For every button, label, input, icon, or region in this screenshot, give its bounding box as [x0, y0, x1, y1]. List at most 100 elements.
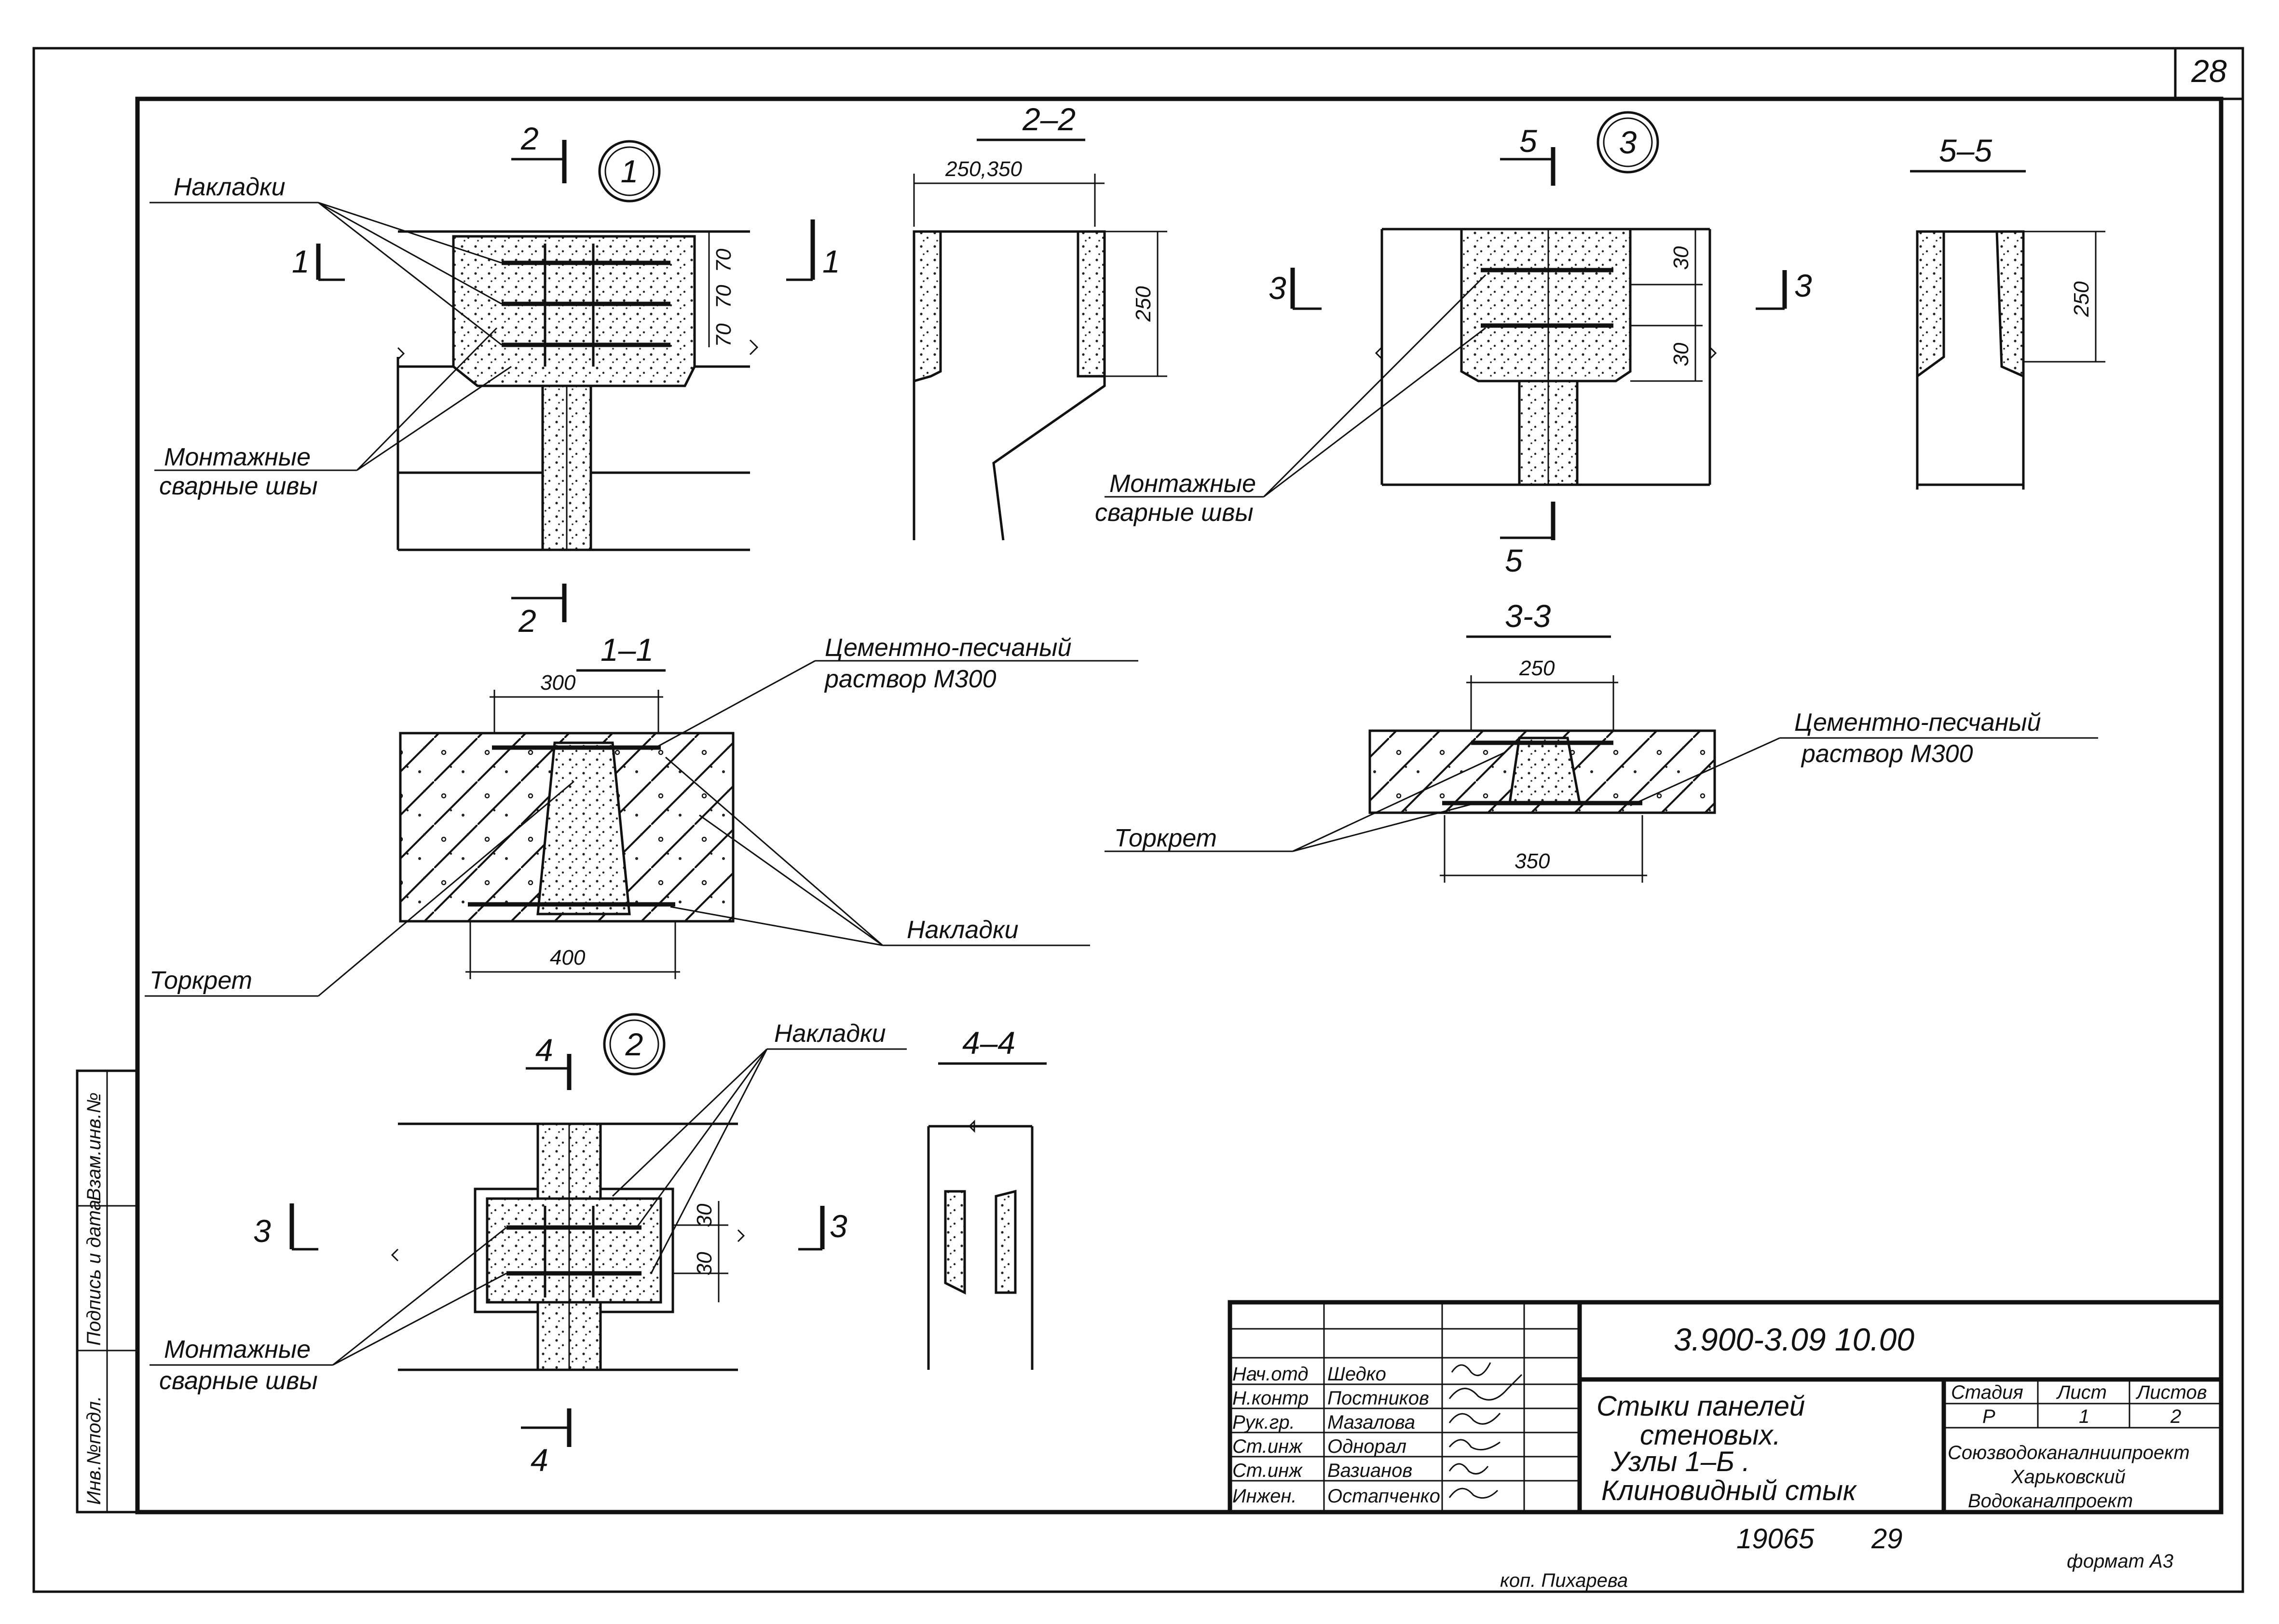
section-1-1-dim-top: 300: [540, 671, 576, 695]
doc-code: 3.900-3.09 10.00: [1674, 1322, 1914, 1357]
org-line-1: Союзводоканалниипроект: [1948, 1442, 2190, 1463]
node-2-number: 2: [625, 1026, 643, 1062]
sheets-value: 2: [2170, 1406, 2181, 1427]
section-2-2-dim-height: 250: [1132, 286, 1155, 322]
node-2-cut-top: 4: [535, 1032, 553, 1068]
node-1-cut-left: 1: [292, 244, 310, 279]
tb-role-6: Инжен.: [1232, 1486, 1297, 1507]
node-1-label-welds-1: Монтажные: [164, 443, 311, 471]
node-1-cut-bottom: 2: [518, 603, 536, 639]
node-3-label-welds-1: Монтажные: [1109, 470, 1256, 498]
tb-name-1: Шедко: [1327, 1364, 1386, 1385]
sheets-header: Листов: [2135, 1382, 2207, 1403]
sheet-number: 28: [2191, 53, 2227, 89]
node-3-cut-top: 5: [1519, 123, 1537, 159]
title-line-4: Клиновидный стык: [1601, 1475, 1857, 1506]
side-stamp-sign: Подпись и дата: [83, 1200, 105, 1346]
node-2-dim-a: 30: [693, 1203, 716, 1227]
section-3-3-dim-top: 250: [1519, 656, 1555, 680]
node-3-cut-bottom: 5: [1505, 543, 1523, 578]
section-2-2: 2–2 250,350 250: [913, 101, 1167, 541]
title-line-1: Стыки панелей: [1597, 1391, 1805, 1422]
node-1-dim-c: 70: [712, 323, 736, 347]
node-3-dim-b: 30: [1669, 342, 1693, 366]
tb-name-2: Постников: [1327, 1388, 1429, 1409]
tb-role-1: Нач.отд: [1232, 1364, 1309, 1385]
sheet-header: Лист: [2056, 1382, 2107, 1403]
section-1-1-mortar-1: Цементно-песчаный: [825, 634, 1072, 662]
section-1-1-mortar-2: раствор М300: [824, 665, 996, 693]
section-2-2-dim-width: 250,350: [945, 157, 1023, 181]
tb-role-2: Н.контр: [1232, 1388, 1309, 1409]
node-2-cut-right: 3: [830, 1208, 847, 1244]
node-2-number-circle: [603, 1013, 666, 1076]
node-1-label-overlays: Накладки: [174, 173, 286, 201]
section-5-5-title: 5–5: [1939, 133, 1992, 168]
node-1-cut-right: 1: [822, 244, 840, 279]
section-5-5-dim-height: 250: [2070, 281, 2093, 317]
org-line-3: Водоканалпроект: [1968, 1490, 2133, 1512]
node-1-number: 1: [621, 153, 639, 189]
node-3-dim-a: 30: [1669, 246, 1693, 270]
tb-role-3: Рук.гр.: [1232, 1412, 1295, 1433]
node-2-marks: 4 2 3 3 4 Накладки Монтажные сварные швы: [150, 1013, 907, 1478]
title-line-2: стеновых.: [1640, 1419, 1781, 1451]
stage-header: Стадия: [1951, 1382, 2023, 1403]
side-stamp-inv: Инв.№подл.: [83, 1396, 105, 1505]
section-1-1-gunite: Торкрет: [150, 967, 252, 995]
section-1-1: 1–1 300 400 Цементно-песчаный раствор М3…: [145, 632, 1138, 997]
section-3-3-gunite: Торкрет: [1114, 824, 1217, 852]
node-3-marks: 5 3 3 3 5 Монтажные сварные швы: [1095, 111, 1812, 578]
node-3-label-welds-2: сварные швы: [1095, 499, 1254, 527]
section-3-3-dim-bottom: 350: [1515, 849, 1550, 873]
side-stamp: Инв.№подл. Подпись и дата Взам.инв.№: [76, 1069, 139, 1514]
org-line-2: Харьковский: [2011, 1466, 2126, 1488]
copied-by: коп. Пихарева: [1500, 1570, 1628, 1591]
section-3-3: 3-3 250 350 Цементно-песчаный раствор М3…: [1105, 598, 2098, 883]
section-3-3-mortar-2: раствор М300: [1801, 740, 1973, 768]
signature-4: [1448, 1439, 1501, 1451]
format-label: формат А3: [2067, 1551, 2173, 1572]
outer-frame: [32, 47, 2244, 1593]
tb-name-5: Вазианов: [1327, 1460, 1412, 1481]
node-1-dim-a: 70: [712, 248, 736, 272]
signature-3: [1448, 1413, 1501, 1425]
section-5-5: 5–5 250: [1910, 133, 2105, 490]
node-2-dim-b: 30: [693, 1252, 716, 1275]
tb-role-4: Ст.инж: [1232, 1436, 1303, 1457]
side-stamp-replace: Взам.инв.№: [83, 1092, 105, 1201]
stage-value: Р: [1982, 1406, 1995, 1427]
signature-1: [1451, 1362, 1491, 1377]
node-3-number: 3: [1619, 124, 1637, 160]
section-2-2-title: 2–2: [1022, 101, 1076, 137]
inv-number: 19065: [1736, 1523, 1815, 1555]
node-2-label-welds-2: сварные швы: [159, 1367, 318, 1395]
node-1-label-welds-2: сварные швы: [159, 472, 318, 500]
tb-name-6: Остапченко: [1327, 1486, 1440, 1507]
section-1-1-overlays: Накладки: [907, 916, 1019, 944]
tb-name-4: Однорал: [1327, 1436, 1406, 1457]
node-3-cut-left: 3: [1269, 270, 1286, 306]
signature-5: [1448, 1463, 1489, 1475]
section-4-4: 4–4: [927, 1025, 1047, 1370]
inv-sub: 29: [1871, 1523, 1903, 1555]
section-3-3-title: 3-3: [1505, 598, 1551, 634]
node-2-cut-left: 3: [253, 1213, 271, 1249]
node-2-cut-bottom: 4: [531, 1442, 548, 1478]
section-1-1-title: 1–1: [600, 632, 654, 668]
node-1-plan: 70 70 70: [396, 230, 759, 551]
node-1-marks: 2 1 1 1 2 Накладки Монтажные сварные швы: [150, 121, 840, 639]
node-1-number-circle: [598, 140, 661, 203]
node-3-plan: 30 30: [1375, 228, 1717, 486]
node-2-plan: 30 30: [391, 1122, 745, 1371]
section-3-3-mortar-1: Цементно-песчаный: [1794, 709, 2041, 737]
signature-2: [1448, 1374, 1523, 1401]
signature-6: [1448, 1488, 1499, 1499]
tb-role-5: Ст.инж: [1232, 1460, 1303, 1481]
sheet-value: 1: [2079, 1406, 2089, 1427]
title-block: 3.900-3.09 10.00 Нач.отд Шедко Н.контр П…: [1228, 1300, 2224, 1515]
node-3-cut-right: 3: [1794, 268, 1812, 303]
node-1-cut-top: 2: [520, 121, 539, 156]
node-2-label-welds-1: Монтажные: [164, 1336, 311, 1364]
